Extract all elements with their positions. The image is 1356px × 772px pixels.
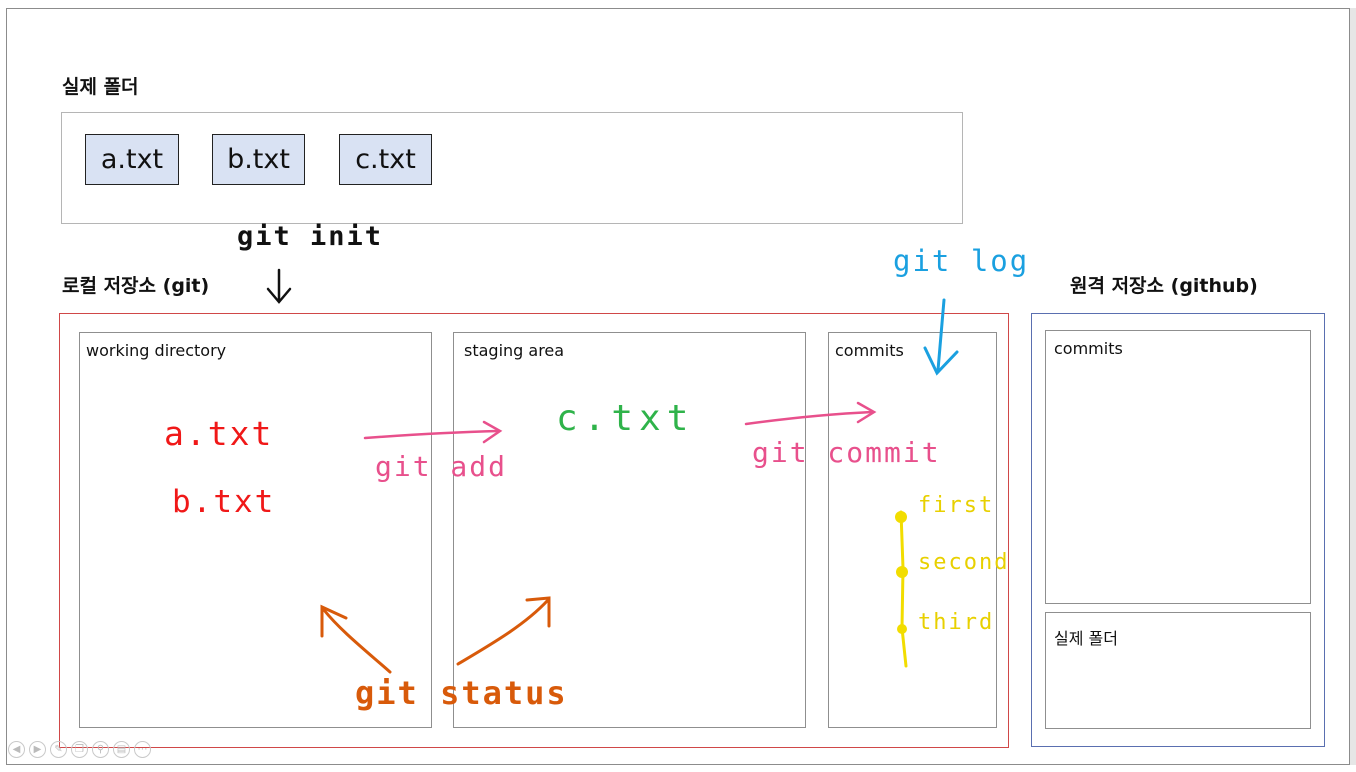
commit-timeline <box>899 510 908 668</box>
pen-icon[interactable]: ✎ <box>50 741 67 758</box>
remote-repo-title: 원격 저장소 (github) <box>1070 275 1258 297</box>
slides-icon[interactable]: ▤ <box>113 741 130 758</box>
real-folder-box <box>61 112 963 224</box>
real-folder-title: 실제 폴더 <box>62 76 139 98</box>
remote-real-folder-label: 실제 폴더 <box>1054 629 1118 648</box>
commit-dot-first <box>895 511 907 523</box>
git-commit-arrow <box>744 401 877 426</box>
next-slide-icon[interactable]: ▶ <box>29 741 46 758</box>
commit-dot-second <box>896 566 908 578</box>
git-init-arrow <box>266 268 292 304</box>
staging-area-label: staging area <box>464 341 565 360</box>
prev-slide-icon[interactable]: ◀ <box>8 741 25 758</box>
zoom-icon[interactable]: ⚲ <box>92 741 109 758</box>
working-directory-label: working directory <box>86 341 227 360</box>
slide-toolbar: ◀ ▶ ✎ ❐ ⚲ ▤ ⋯ <box>8 741 151 758</box>
remote-real-folder-panel: 실제 폴더 <box>1045 612 1311 729</box>
remote-commits-panel: commits <box>1045 330 1311 604</box>
staged-file-note: c.txt <box>556 398 695 439</box>
commits-label: commits <box>835 341 904 360</box>
working-directory-panel: working directory <box>79 332 432 728</box>
local-repo-box <box>59 313 1009 748</box>
commit-dots <box>895 511 908 634</box>
wd-file-b-note: b.txt <box>172 484 276 520</box>
git-add-arrow <box>363 420 503 444</box>
wd-file-a-note: a.txt <box>164 414 274 453</box>
git-commit-note: git commit <box>752 436 941 469</box>
git-init-note: git init <box>237 221 384 252</box>
remote-repo-box <box>1031 313 1325 747</box>
file-a: a.txt <box>85 134 179 185</box>
file-c: c.txt <box>339 134 432 185</box>
git-status-note: git status <box>355 674 568 712</box>
remote-commits-label: commits <box>1054 339 1123 358</box>
commit-second-note: second <box>918 550 1010 575</box>
scrollbar[interactable] <box>1350 8 1356 765</box>
commit-dot-third <box>897 624 907 634</box>
local-repo-title: 로컬 저장소 (git) <box>62 275 210 297</box>
copy-icon[interactable]: ❐ <box>71 741 88 758</box>
more-icon[interactable]: ⋯ <box>134 741 151 758</box>
staging-area-panel: staging area <box>453 332 806 728</box>
file-b: b.txt <box>212 134 305 185</box>
git-add-note: git add <box>375 450 508 483</box>
git-log-arrow <box>923 298 959 376</box>
commit-first-note: first <box>918 493 995 518</box>
commit-third-note: third <box>918 610 995 635</box>
git-log-note: git log <box>893 244 1030 278</box>
git-status-arrows <box>320 596 551 674</box>
commits-panel: commits <box>828 332 997 728</box>
